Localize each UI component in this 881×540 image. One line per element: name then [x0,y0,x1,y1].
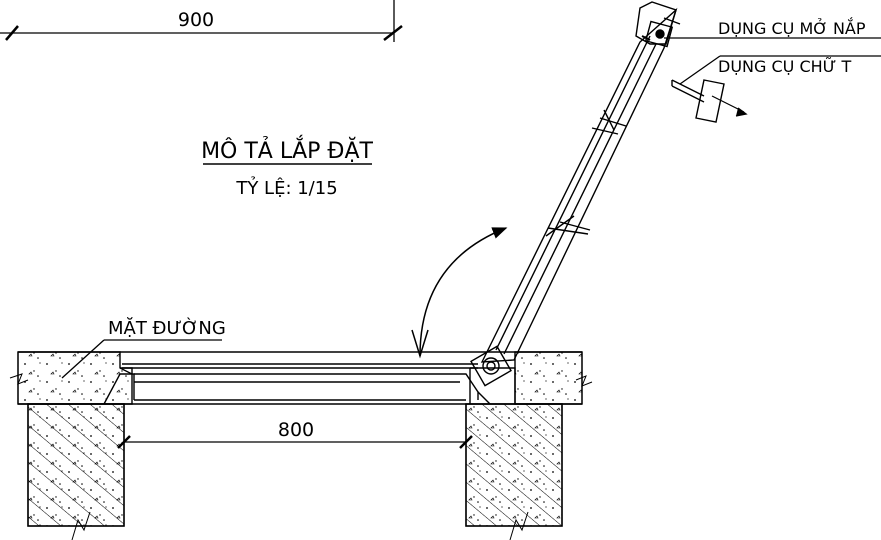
arc-arrow-tail [411,329,429,359]
drawing-title: MÔ TẢ LẮP ĐẶT [201,135,373,164]
support-left [27,403,125,540]
road-surface-label: MẶT ĐƯỜNG [108,317,226,339]
dimension-800-label: 800 [278,419,314,441]
lid-opener-tool [635,1,681,48]
road-surface-leader [61,339,222,379]
support-right [465,403,563,540]
manhole-frame [103,363,516,405]
dimension-800 [117,435,473,449]
dimension-900 [0,0,403,42]
t-tool [671,79,748,123]
hinge [470,345,512,387]
t-tool-label: DỤNG CỤ CHỮ T [718,57,851,76]
opened-lid [480,7,678,363]
drawing-scale: TỶ LỆ: 1/15 [235,176,337,199]
dimension-900-label: 900 [178,9,214,31]
lid-opener-label: DỤNG CỤ MỞ NẮP [718,17,866,38]
t-tool-leader [679,55,881,85]
opening-arc-arrow [419,227,508,357]
